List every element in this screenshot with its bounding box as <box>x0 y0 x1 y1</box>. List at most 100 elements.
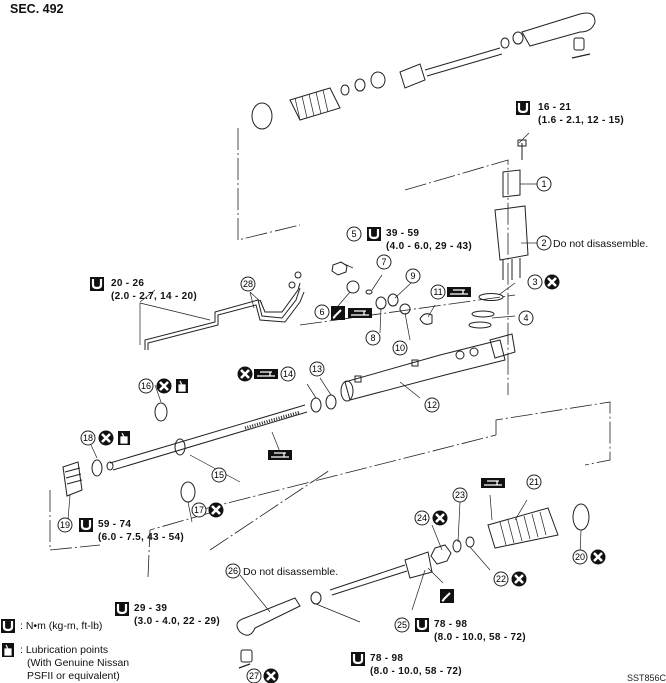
svg-text:11: 11 <box>433 287 442 297</box>
assembly-frame-lines <box>49 128 611 578</box>
boot-21 <box>487 507 559 549</box>
svg-text:22: 22 <box>496 574 506 584</box>
svg-text:13: 13 <box>312 364 322 374</box>
frame-line <box>209 469 331 551</box>
svg-text:27: 27 <box>249 671 259 681</box>
lock-plate-24 <box>430 544 452 565</box>
washer-23 <box>452 539 462 553</box>
torque-wrench-icon <box>77 516 95 534</box>
note-part-26: Do not disassemble. <box>243 566 339 578</box>
part-11 <box>419 313 433 325</box>
svg-text:1: 1 <box>541 179 546 189</box>
frame-line <box>404 159 509 395</box>
callout-2: 2 <box>536 235 552 251</box>
svg-text:24: 24 <box>417 513 427 523</box>
part-6 <box>346 280 360 294</box>
svg-text:20: 20 <box>575 552 585 562</box>
end-plug-19 <box>62 461 83 497</box>
do-not-reuse-x-icon <box>155 377 173 395</box>
part-9 <box>387 293 399 307</box>
svg-text:19: 19 <box>60 520 70 530</box>
callout-8: 8 <box>365 330 381 346</box>
frame-line <box>237 128 301 241</box>
svg-text:10: 10 <box>395 343 405 353</box>
frame-line <box>49 490 101 551</box>
svg-text:18: 18 <box>83 433 93 443</box>
lubrication-oil-can-icon <box>117 430 131 446</box>
rack-15 <box>62 394 337 503</box>
inner-socket-25 <box>404 551 433 579</box>
torque-spec-pipes: 20 - 26(2.0 - 2.7, 14 - 20) <box>111 278 198 302</box>
note-part-2: Do not disassemble. <box>553 238 649 250</box>
torque-wrench-icon <box>365 225 383 243</box>
callout-7: 7 <box>376 254 392 270</box>
callout-14: 14 <box>280 366 296 382</box>
lower-tie-rod-assembly <box>236 503 590 669</box>
svg-text:7: 7 <box>381 257 386 267</box>
svg-text:2: 2 <box>541 238 546 248</box>
lubrication-oil-can-icon <box>1 642 15 658</box>
locking-sealant-icon <box>330 305 346 321</box>
seal-14 <box>310 397 322 413</box>
callout-25: 25 <box>394 617 410 633</box>
section-title: SEC. 492 <box>10 2 64 16</box>
svg-text:26: 26 <box>228 566 238 576</box>
seal-16 <box>154 402 168 422</box>
multi-purpose-grease-icon <box>347 307 373 319</box>
frame-line <box>199 434 497 511</box>
frame-line <box>495 401 611 466</box>
do-not-reuse-x-icon <box>97 429 115 447</box>
callout-22: 22 <box>493 571 509 587</box>
part-8 <box>375 296 387 310</box>
castle-nut-lower <box>240 649 253 663</box>
svg-text:4: 4 <box>523 313 528 323</box>
o-ring-4b <box>468 321 492 329</box>
torque-spec-part-19: 59 - 74(6.0 - 7.5, 43 - 54) <box>98 519 185 543</box>
rack-housing-12 <box>340 333 516 402</box>
multi-purpose-grease-icon <box>253 368 279 380</box>
do-not-reuse-x-icon <box>207 501 225 519</box>
callout-18: 18 <box>80 430 96 446</box>
tie-rod-inner-upper <box>424 47 503 77</box>
torque-spec-part-5: 39 - 59(4.0 - 6.0, 29 - 43) <box>386 228 473 252</box>
callout-9: 9 <box>405 268 421 284</box>
svg-text:3: 3 <box>532 277 537 287</box>
callout-17: 17 <box>191 502 207 518</box>
boot-upper <box>289 87 341 121</box>
multi-purpose-grease-icon <box>480 477 506 489</box>
callout-numbers: 1 2 3 4 5 6 7 8 9 10 11 12 13 14 15 16 1… <box>57 176 588 683</box>
callout-5: 5 <box>346 226 362 242</box>
do-not-reuse-x-icon <box>431 509 449 527</box>
seal-18 <box>91 459 103 477</box>
callout-12: 12 <box>424 397 440 413</box>
svg-text:8: 8 <box>370 333 375 343</box>
castle-nut-upper <box>573 37 585 51</box>
symbols <box>0 99 607 683</box>
callout-27: 27 <box>246 668 262 683</box>
callout-15: 15 <box>211 467 227 483</box>
svg-text:16: 16 <box>141 381 151 391</box>
callout-20: 20 <box>572 549 588 565</box>
torque-wrench-icon <box>349 650 367 668</box>
rack-piston <box>174 438 186 456</box>
do-not-reuse-x-icon <box>589 548 607 566</box>
svg-text:5: 5 <box>351 229 356 239</box>
legend-lubrication: : Lubrication points (With Genuine Nissa… <box>20 644 130 682</box>
svg-text:23: 23 <box>455 490 465 500</box>
tie-rod-end-upper <box>521 12 596 47</box>
tie-rod-end-26 <box>236 597 301 636</box>
svg-text:15: 15 <box>214 470 224 480</box>
pinion-bracket <box>502 169 521 198</box>
svg-text:25: 25 <box>397 620 407 630</box>
inner-tie-rod <box>329 564 408 596</box>
callout-21: 21 <box>526 474 542 490</box>
svg-text:14: 14 <box>283 369 293 379</box>
upper-tie-rod-assembly <box>251 12 596 130</box>
svg-text:21: 21 <box>529 477 539 487</box>
locking-sealant-icon <box>439 588 455 604</box>
figure-code: SST856C <box>626 673 666 683</box>
torque-spec-lock-nut: 78 - 98(8.0 - 10.0, 58 - 72) <box>370 653 462 677</box>
cotter-pin-27 <box>238 663 251 669</box>
pinion-body <box>494 205 529 261</box>
